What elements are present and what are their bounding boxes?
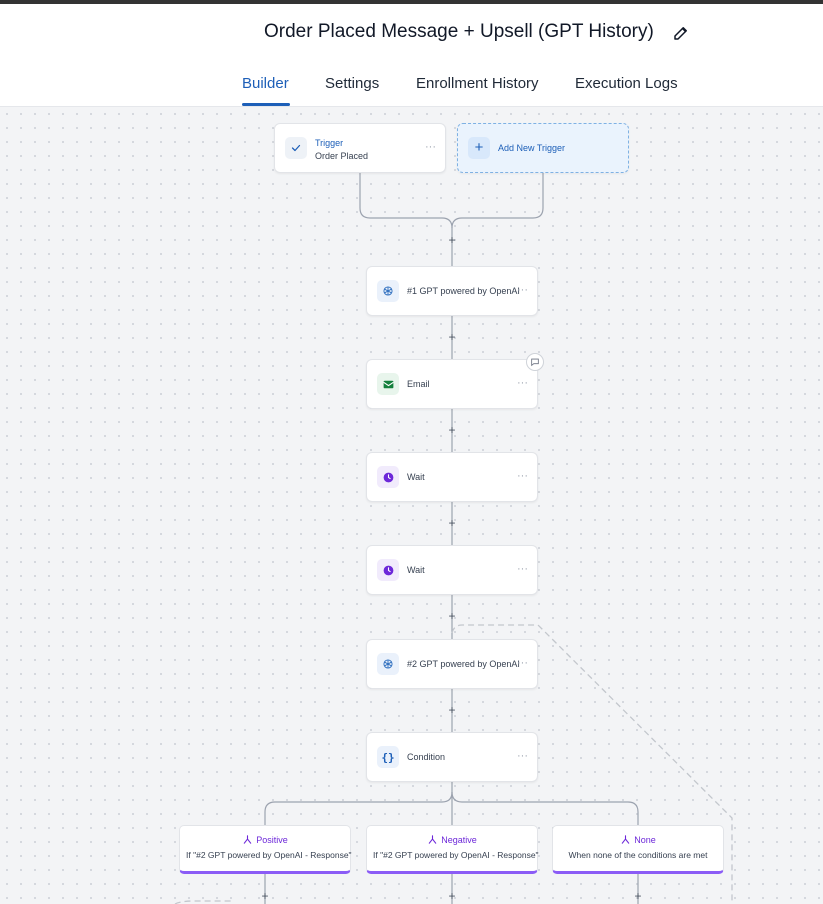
action-label: Wait (407, 565, 425, 575)
branch-icon (621, 835, 630, 844)
branch-title: None (634, 835, 656, 845)
action-menu-button[interactable]: ··· (517, 563, 528, 575)
action-menu-button[interactable]: ··· (517, 470, 528, 482)
branch-description: When none of the conditions are met (568, 850, 708, 860)
action-wait[interactable]: Wait ··· (366, 452, 538, 502)
action-label: Email (407, 379, 430, 389)
add-step-button[interactable]: + (448, 516, 456, 530)
add-step-button[interactable]: + (448, 233, 456, 247)
add-step-button[interactable]: + (448, 609, 456, 623)
add-step-button[interactable]: + (448, 330, 456, 344)
braces-icon: {} (377, 746, 399, 768)
action-gpt-1[interactable]: #1 GPT powered by OpenAI ··· (366, 266, 538, 316)
header: Order Placed Message + Upsell (GPT Histo… (0, 4, 823, 61)
action-menu-button[interactable]: ··· (517, 284, 528, 296)
action-wait[interactable]: Wait ··· (366, 545, 538, 595)
action-menu-button[interactable]: ··· (517, 750, 528, 762)
branch-icon (243, 835, 252, 844)
add-step-button[interactable]: + (261, 889, 269, 903)
branch-description: If "#2 GPT powered by OpenAI - Response" (373, 850, 539, 860)
tab-enrollment-history[interactable]: Enrollment History (416, 75, 539, 92)
action-menu-button[interactable]: ··· (517, 377, 528, 389)
clock-icon (377, 559, 399, 581)
add-step-button[interactable]: + (448, 889, 456, 903)
branch-title: Positive (256, 835, 288, 845)
add-new-trigger-button[interactable]: + Add New Trigger (457, 123, 629, 173)
clock-icon (377, 466, 399, 488)
add-step-button[interactable]: + (634, 889, 642, 903)
trigger-card[interactable]: Trigger Order Placed ··· (274, 123, 446, 173)
branch-positive[interactable]: Positive If "#2 GPT powered by OpenAI - … (179, 825, 352, 874)
branch-description: If "#2 GPT powered by OpenAI - Response" (186, 850, 352, 860)
top-strip (0, 0, 823, 4)
add-trigger-label: Add New Trigger (498, 143, 566, 153)
branch-title: Negative (441, 835, 477, 845)
action-label: Wait (407, 472, 425, 482)
page-title: Order Placed Message + Upsell (GPT Histo… (264, 21, 654, 42)
trigger-subtitle: Order Placed (315, 151, 369, 161)
action-email[interactable]: Email ··· (366, 359, 538, 409)
action-condition[interactable]: {} Condition ··· (366, 732, 538, 782)
plus-icon: + (468, 137, 490, 159)
tab-builder[interactable]: Builder (242, 75, 289, 92)
action-gpt-2[interactable]: #2 GPT powered by OpenAI ··· (366, 639, 538, 689)
openai-icon (377, 280, 399, 302)
add-step-button[interactable]: + (448, 703, 456, 717)
comment-icon[interactable] (526, 353, 544, 371)
add-step-button[interactable]: + (448, 423, 456, 437)
branch-negative[interactable]: Negative If "#2 GPT powered by OpenAI - … (366, 825, 539, 874)
active-tab-indicator (242, 103, 290, 106)
trigger-menu-button[interactable]: ··· (425, 141, 436, 153)
email-icon (377, 373, 399, 395)
tab-bar: Builder Settings Enrollment History Exec… (0, 60, 823, 107)
openai-icon (377, 653, 399, 675)
check-icon (285, 137, 307, 159)
action-label: #2 GPT powered by OpenAI (407, 659, 520, 669)
action-label: Condition (407, 752, 446, 762)
action-menu-button[interactable]: ··· (517, 657, 528, 669)
trigger-title: Trigger (315, 138, 344, 148)
pencil-icon[interactable] (672, 24, 690, 42)
branch-icon (428, 835, 437, 844)
tab-execution-logs[interactable]: Execution Logs (575, 75, 678, 92)
workflow-canvas[interactable] (0, 107, 823, 904)
branch-none[interactable]: None When none of the conditions are met (552, 825, 724, 874)
action-label: #1 GPT powered by OpenAI (407, 286, 520, 296)
tab-settings[interactable]: Settings (325, 75, 380, 92)
